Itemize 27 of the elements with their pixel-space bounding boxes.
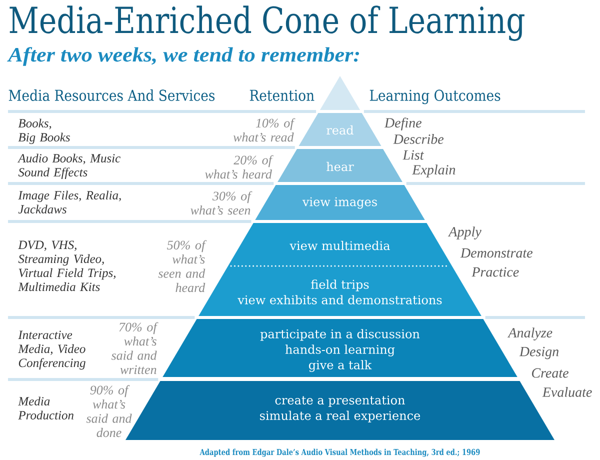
outcome-word: Describe bbox=[393, 134, 444, 144]
outcome-word: Create bbox=[532, 368, 568, 378]
column-heading: Learning Outcomes bbox=[370, 90, 500, 104]
subtitle: After two weeks, we tend to remember: bbox=[7, 47, 360, 66]
outcome-word: Explain bbox=[412, 164, 456, 178]
outcome-word: List bbox=[402, 150, 424, 160]
resource-text: Interactive Media, Video Conferencing bbox=[18, 330, 86, 370]
column-heading: Retention bbox=[250, 90, 314, 102]
resource-text: Audio Books, Music Sound Effects bbox=[18, 154, 120, 180]
retention-text: 10% of what’s read bbox=[233, 118, 296, 142]
column-heading: Media Resources And Services bbox=[8, 89, 215, 102]
outcome-word: Apply bbox=[448, 226, 482, 240]
pyramid-band: read bbox=[298, 113, 382, 146]
retention-text: 70% of what’s said and written bbox=[111, 322, 158, 374]
pyramid-band: hear bbox=[278, 149, 402, 182]
retention-text: 20% of what’s heard bbox=[205, 155, 274, 179]
outcome-word: Define bbox=[384, 118, 422, 130]
title: Media-Enriched Cone of Learning bbox=[10, 6, 524, 41]
resource-text: Books, Big Books bbox=[18, 118, 70, 144]
pyramid-band: view images bbox=[255, 185, 425, 220]
resource-text: Image Files, Realia, Jackdaws bbox=[18, 190, 121, 214]
resource-text: DVD, VHS, Streaming Video, Virtual Field Trips, Multimedia Kits bbox=[18, 240, 116, 292]
retention-text: 30% of what’s seen bbox=[190, 191, 252, 215]
outcome-word: Design bbox=[519, 346, 558, 360]
pyramid-tip bbox=[320, 76, 360, 110]
caption: Adapted from Edgar Dale’s Audio Visual Methods in Teaching, 3rd ed.; 1969 bbox=[200, 448, 480, 457]
resource-text: Media Production bbox=[18, 396, 74, 420]
